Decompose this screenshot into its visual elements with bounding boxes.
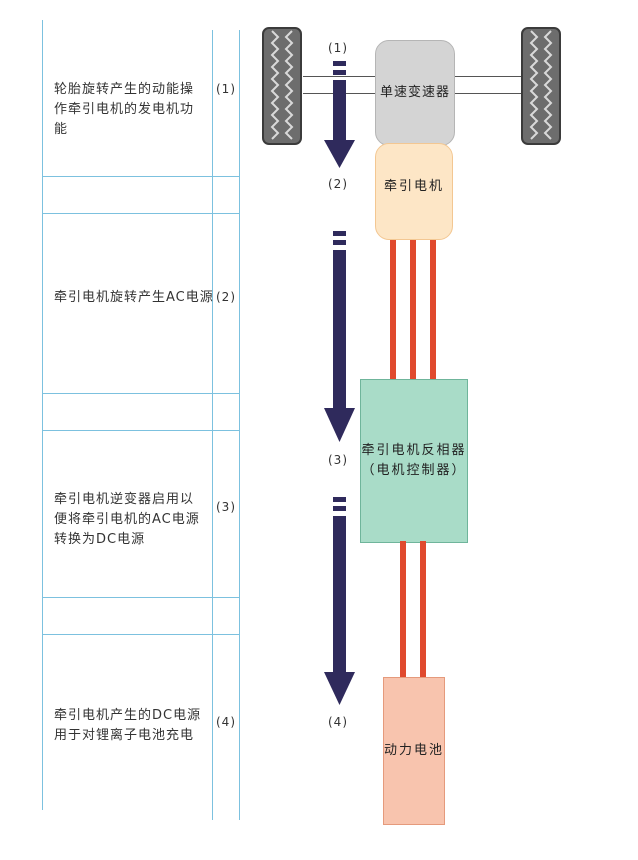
- tire-right-icon: [521, 27, 561, 145]
- step-1-number: (1): [216, 82, 236, 96]
- step-1-description: 轮胎旋转产生的动能操作牵引电机的发电机功能: [54, 82, 195, 137]
- inverter-label: 牵引电机反相器: [361, 443, 467, 458]
- step-3-description: 牵引电机逆变器启用以便将牵引电机的AC电源转换为DC电源: [54, 492, 200, 547]
- table-divider: [42, 597, 240, 598]
- battery-label: 动力电池: [384, 743, 445, 758]
- ac-wire: [430, 240, 436, 380]
- tire-left-icon: [262, 27, 302, 145]
- step-4-description: 牵引电机产生的DC电源用于对锂离子电池充电: [54, 708, 202, 743]
- table-border-left: [42, 20, 43, 810]
- battery-box: 动力电池: [383, 677, 445, 825]
- flow-label-1: (1): [328, 41, 348, 55]
- table-divider: [42, 634, 240, 635]
- motor-label: 牵引电机: [383, 179, 444, 194]
- step-3-number: (3): [216, 500, 236, 514]
- flow-label-3: (3): [328, 453, 348, 467]
- step-2-description: 牵引电机旋转产生AC电源: [54, 290, 214, 305]
- dc-wire: [400, 541, 406, 678]
- motor-box: 牵引电机: [375, 143, 453, 240]
- inverter-sublabel: （电机控制器）: [361, 463, 467, 478]
- transmission-box: 单速变速器: [375, 40, 455, 146]
- step-2-number: (2): [216, 290, 236, 304]
- ac-wire: [390, 240, 396, 380]
- dc-wire: [420, 541, 426, 678]
- table-divider: [42, 176, 240, 177]
- table-border-right: [239, 30, 240, 820]
- flow-label-2: (2): [328, 177, 348, 191]
- table-border-mid: [212, 30, 213, 820]
- table-divider: [42, 393, 240, 394]
- transmission-label: 单速变速器: [379, 85, 450, 100]
- table-divider: [42, 213, 240, 214]
- inverter-box: 牵引电机反相器 （电机控制器）: [360, 379, 468, 543]
- table-divider: [42, 430, 240, 431]
- flow-label-4: (4): [328, 715, 348, 729]
- step-4-number: (4): [216, 715, 236, 729]
- ac-wire: [410, 240, 416, 380]
